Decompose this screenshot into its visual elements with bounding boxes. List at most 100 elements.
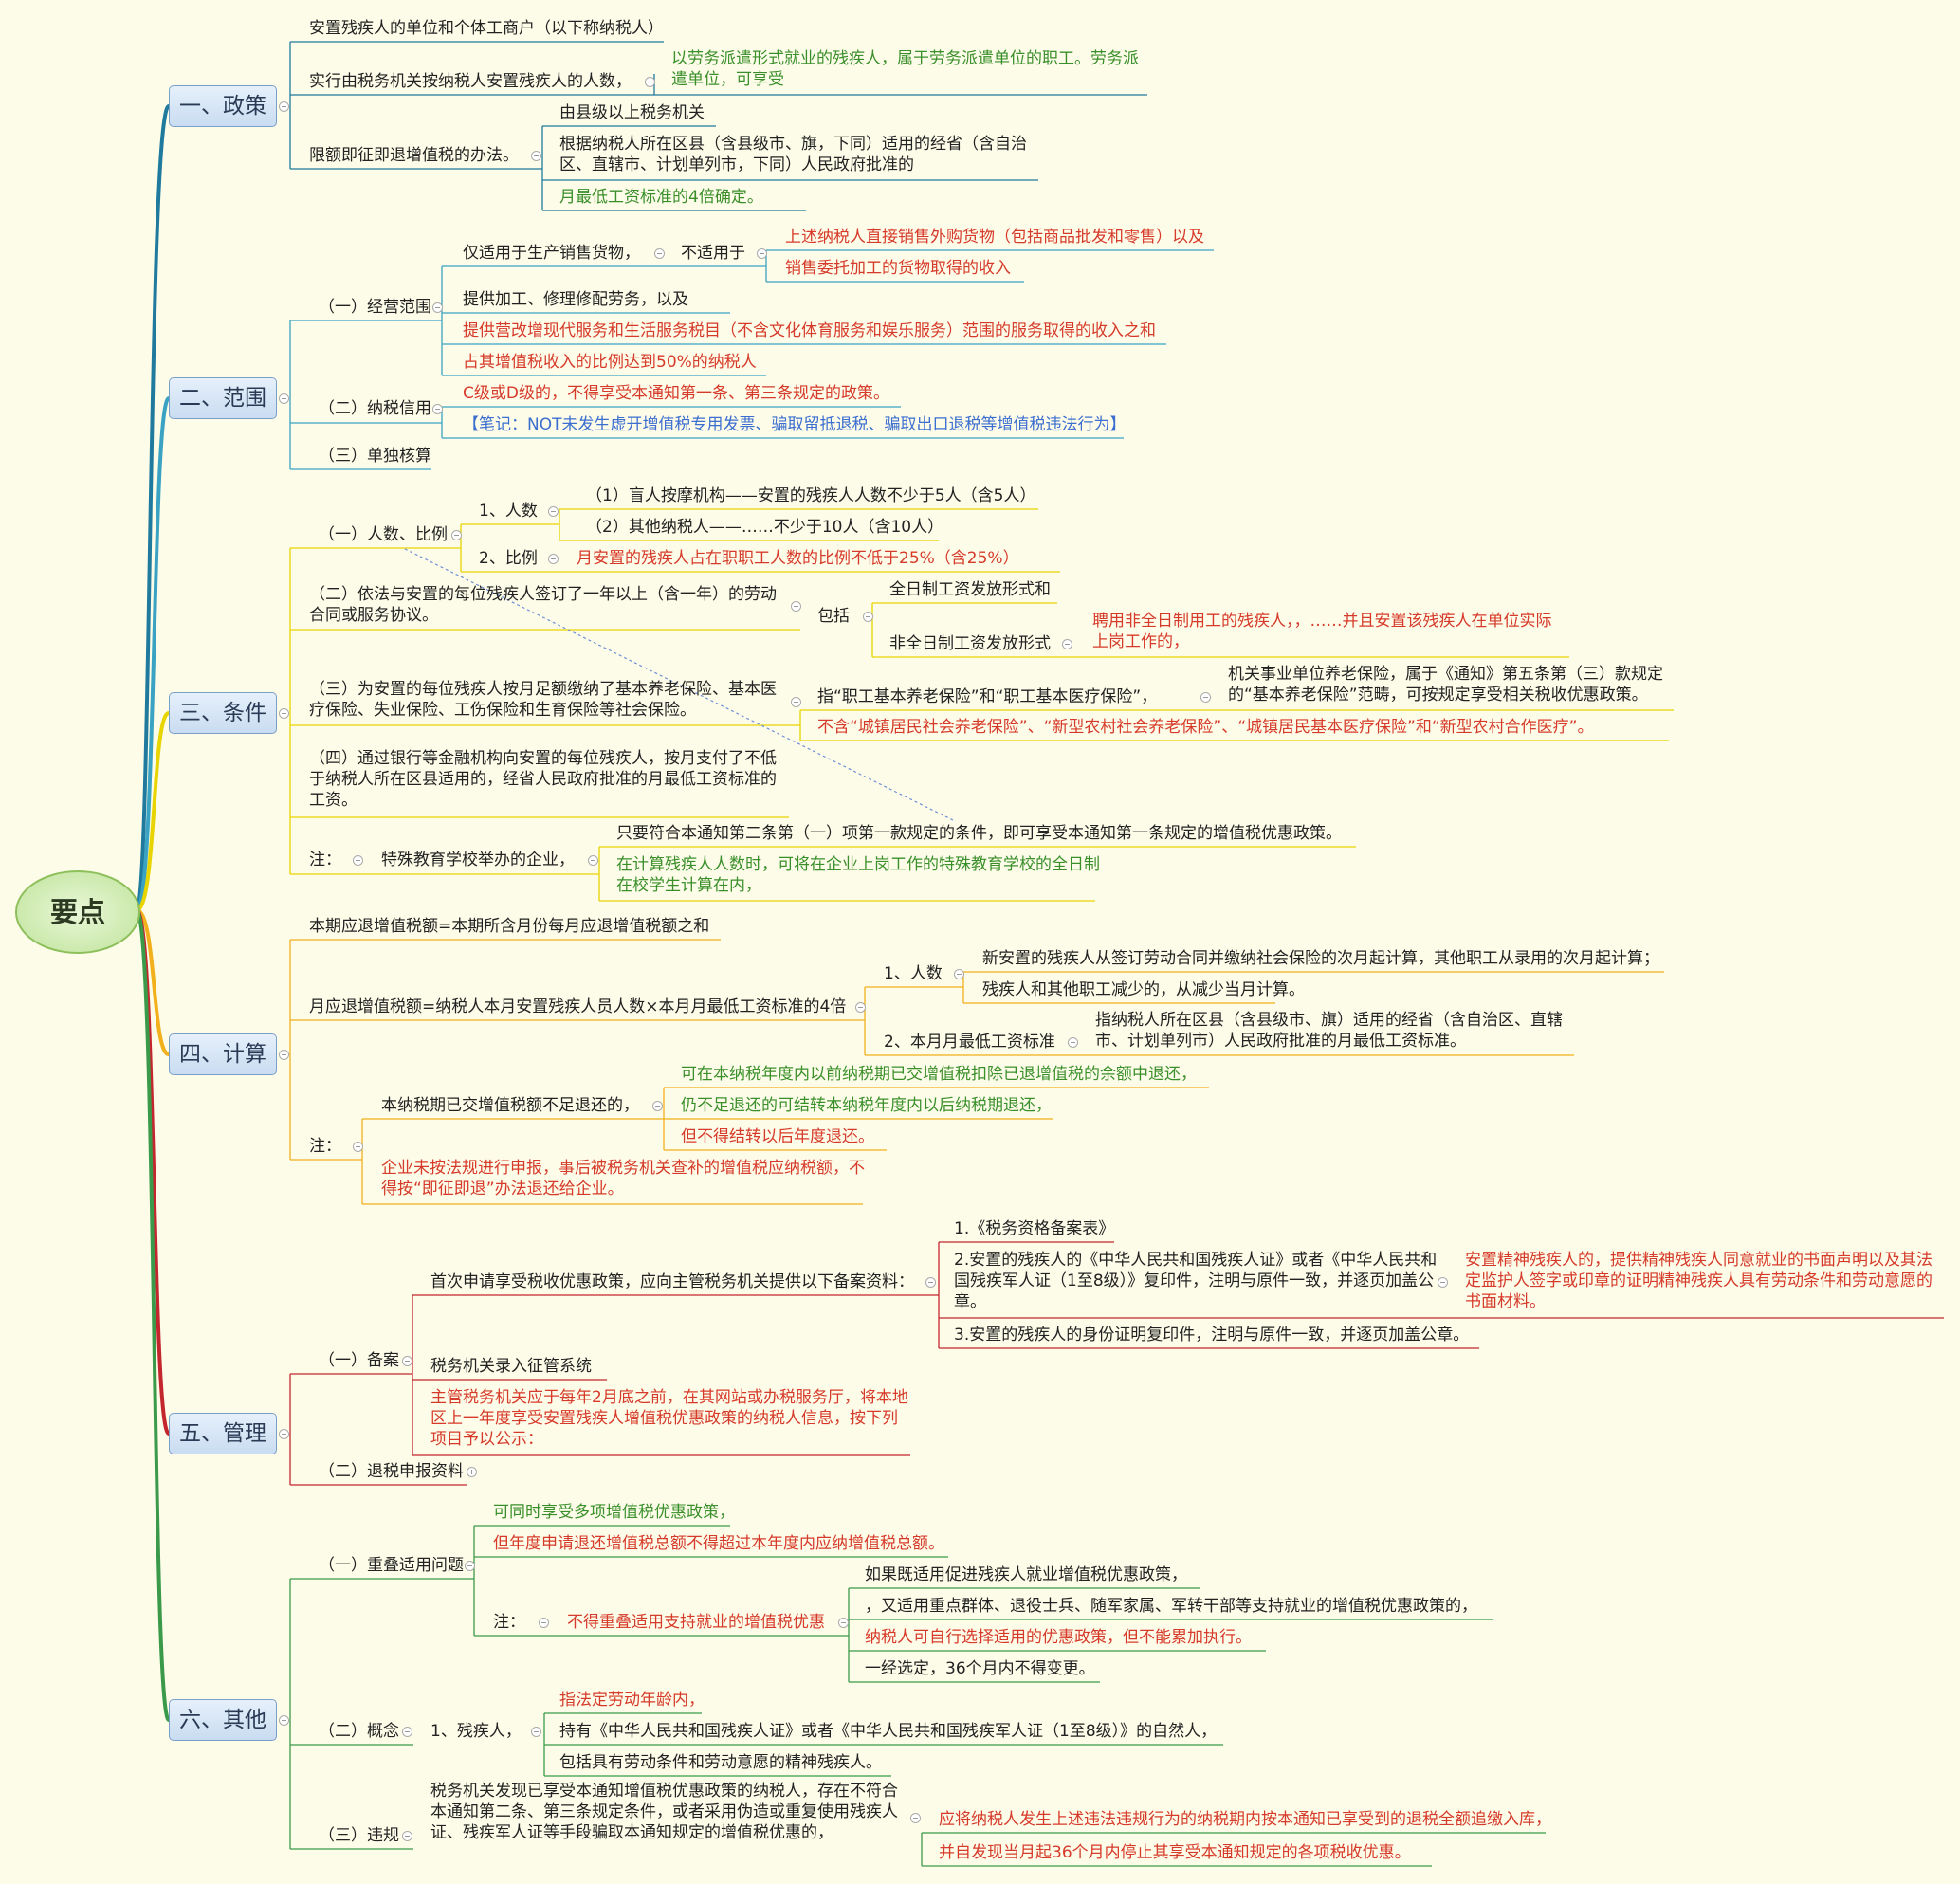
collapse-toggle[interactable] — [925, 1277, 936, 1288]
policy-node-3: 限额即征即退增值税的办法。 — [309, 146, 519, 165]
mgmt-a3: 主管税务机关应于每年2月底之前，在其网站或办税服务厅，将本地区上一年度享受安置残… — [430, 1388, 908, 1449]
collapse-toggle[interactable] — [588, 855, 598, 866]
other-c: （三）违规 — [319, 1826, 399, 1845]
calc-c1: 本纳税期已交增值税额不足退还的， — [381, 1096, 639, 1115]
collapse-toggle[interactable] — [402, 1727, 412, 1737]
collapse-toggle[interactable] — [652, 1101, 663, 1111]
collapse-toggle[interactable] — [432, 302, 443, 313]
policy-node-1: 安置残疾人的单位和个体工商户（以下称纳税人） — [309, 19, 664, 38]
cond-a1b: （2）其他纳税人——……不少于10人（含10人） — [586, 518, 944, 537]
collapse-toggle[interactable] — [1200, 692, 1211, 703]
scope-a1: 仅适用于生产销售货物， — [463, 244, 640, 263]
collapse-toggle[interactable] — [451, 530, 462, 540]
scope-separate: （三）单独核算 — [319, 447, 431, 466]
collapse-toggle[interactable] — [863, 612, 873, 622]
collapse-toggle-management[interactable] — [279, 1429, 289, 1439]
section-policy[interactable]: 一、政策 — [169, 85, 277, 127]
collapse-toggle[interactable] — [1438, 1277, 1448, 1288]
collapse-toggle[interactable] — [548, 506, 559, 517]
collapse-toggle[interactable] — [1068, 1037, 1078, 1048]
cond-a2a: 月安置的残疾人占在职职工人数的比例不低于25%（含25%） — [577, 549, 1019, 568]
collapse-toggle[interactable] — [539, 1618, 549, 1628]
calc-b1: 1、人数 — [884, 964, 943, 983]
collapse-toggle[interactable] — [791, 601, 801, 612]
scope-a4: 占其增值税收入的比例达到50%的纳税人 — [463, 353, 757, 372]
collapse-toggle-policy[interactable] — [279, 101, 289, 112]
cond-b: （二）依法与安置的每位残疾人签订了一年以上（含一年）的劳动合同或服务协议。 — [309, 585, 777, 625]
section-other[interactable]: 六、其他 — [169, 1699, 277, 1741]
scope-b2: 【笔记：NOT未发生虚开增值税专用发票、骗取留抵退税、骗取出口退税等增值税违法行… — [463, 415, 1127, 434]
collapse-toggle[interactable] — [954, 969, 964, 979]
policy-node-2a: 以劳务派遣形式就业的残疾人，属于劳务派遣单位的职工。劳务派遣单位，可享受 — [671, 49, 1139, 89]
calc-b: 月应退增值税额=纳税人本月安置残疾人员人数×本月月最低工资标准的4倍 — [309, 997, 847, 1016]
policy-node-3a: 由县级以上税务机关 — [559, 103, 705, 122]
collapse-toggle[interactable] — [353, 1142, 363, 1152]
other-a: （一）重叠适用问题 — [319, 1556, 464, 1575]
section-calculation[interactable]: 四、计算 — [169, 1033, 277, 1075]
mgmt-a1b1: 安置精神残疾人的，提供精神残疾人同意就业的书面声明以及其法定监护人签字或印章的证… — [1465, 1251, 1933, 1311]
cond-a: （一）人数、比例 — [319, 525, 448, 544]
collapse-toggle-calculation[interactable] — [279, 1050, 289, 1060]
cond-a2: 2、比例 — [479, 549, 538, 568]
collapse-toggle[interactable] — [402, 1356, 412, 1366]
calc-b1b: 残疾人和其他职工减少的，从减少当月计算。 — [982, 980, 1305, 999]
cond-c: （三）为安置的每位残疾人按月足额缴纳了基本养老保险、基本医疗保险、失业保险、工伤… — [309, 680, 777, 720]
other-a3a2: ，又适用重点群体、退役士兵、随军家属、军转干部等支持就业的增值税优惠政策的， — [865, 1597, 1477, 1616]
other-a3: 注： — [493, 1613, 525, 1632]
section-conditions[interactable]: 三、条件 — [169, 692, 277, 734]
other-a3a3: 纳税人可自行选择适用的优惠政策，但不能累加执行。 — [865, 1628, 1252, 1647]
collapse-toggle[interactable] — [838, 1618, 849, 1628]
cond-a1: 1、人数 — [479, 502, 538, 521]
other-b1b: 持有《中华人民共和国残疾人证》或者《中华人民共和国残疾军人证（1至8级）》的自然… — [559, 1722, 1218, 1741]
mgmt-a1c: 3.安置的残疾人的身份证明复印件，注明与原件一致，并逐页加盖公章。 — [954, 1326, 1470, 1344]
collapse-toggle[interactable] — [402, 1831, 412, 1841]
other-b1a: 指法定劳动年龄内， — [559, 1691, 705, 1710]
other-b: （二）概念 — [319, 1722, 399, 1741]
cond-e1: 特殊教育学校举办的企业， — [381, 851, 575, 869]
cond-a1a: （1）盲人按摩机构——安置的残疾人人数不少于5人（含5人） — [586, 486, 1036, 505]
mgmt-b: （二）退税申报资料 — [319, 1462, 464, 1481]
cond-e1b: 在计算残疾人人数时，可将在企业上岗工作的特殊教育学校的全日制在校学生计算在内， — [616, 855, 1100, 895]
collapse-toggle[interactable] — [1062, 639, 1072, 649]
other-a2: 但年度申请退还增值税总额不得超过本年度内应纳增值税总额。 — [493, 1534, 944, 1553]
collapse-toggle-scope[interactable] — [279, 393, 289, 404]
scope-b1: C级或D级的，不得享受本通知第一条、第三条规定的政策。 — [463, 384, 889, 403]
collapse-toggle[interactable] — [645, 77, 655, 87]
collapse-toggle[interactable] — [531, 151, 541, 161]
collapse-toggle[interactable] — [855, 1002, 866, 1013]
collapse-toggle[interactable] — [548, 554, 559, 564]
other-c1b: 并自发现当月起36个月内停止其享受本通知规定的各项税收优惠。 — [939, 1843, 1411, 1862]
scope-business: （一）经营范围 — [319, 298, 431, 317]
calc-c2: 企业未按法规进行申报，事后被税务机关查补的增值税应纳税额，不得按“即征即退”办法… — [381, 1159, 865, 1198]
collapse-toggle[interactable] — [353, 855, 363, 866]
calc-c1b: 仍不足退还的可结转本纳税年度内以后纳税期退还， — [681, 1096, 1052, 1115]
collapse-toggle-other[interactable] — [279, 1715, 289, 1726]
scope-a2: 提供加工、修理修配劳务，以及 — [463, 290, 688, 309]
other-c1: 税务机关发现已享受本通知增值税优惠政策的纳税人，存在不符合本通知第二条、第三条规… — [430, 1782, 898, 1842]
other-a1: 可同时享受多项增值税优惠政策， — [493, 1503, 735, 1522]
collapse-toggle[interactable] — [432, 404, 443, 414]
scope-a3: 提供营改增现代服务和生活服务税目（不含文化体育服务和娱乐服务）范围的服务取得的收… — [463, 321, 1156, 340]
collapse-toggle[interactable] — [531, 1727, 541, 1737]
cond-d: （四）通过银行等金融机构向安置的每位残疾人，按月支付了不低于纳税人所在区县适用的… — [309, 749, 777, 810]
expand-toggle[interactable] — [467, 1467, 477, 1477]
collapse-toggle[interactable] — [465, 1561, 475, 1571]
scope-a1a1: 上述纳税人直接销售外购货物（包括商品批发和零售）以及 — [785, 228, 1204, 247]
section-management[interactable]: 五、管理 — [169, 1413, 277, 1454]
collapse-toggle[interactable] — [757, 248, 767, 259]
other-a3a: 不得重叠适用支持就业的增值税优惠 — [567, 1613, 825, 1632]
collapse-toggle[interactable] — [910, 1813, 921, 1823]
calc-a: 本期应退增值税额=本期所含月份每月应退增值税额之和 — [309, 917, 710, 936]
collapse-toggle-conditions[interactable] — [279, 708, 289, 719]
other-a3a1: 如果既适用促进残疾人就业增值税优惠政策， — [865, 1565, 1187, 1584]
root-node[interactable]: 要点 — [15, 870, 140, 954]
collapse-toggle[interactable] — [791, 697, 801, 707]
mgmt-a1b: 2.安置的残疾人的《中华人民共和国残疾人证》或者《中华人民共和国残疾军人证（1至… — [954, 1251, 1438, 1311]
mgmt-a1: 首次申请享受税收优惠政策，应向主管税务机关提供以下备案资料： — [430, 1272, 914, 1291]
section-scope[interactable]: 二、范围 — [169, 377, 277, 419]
scope-credit: （二）纳税信用 — [319, 399, 431, 418]
collapse-toggle[interactable] — [654, 248, 665, 259]
cond-note: 注： — [309, 851, 341, 869]
cond-b1: 包括 — [817, 607, 850, 626]
mgmt-a2: 税务机关录入征管系统 — [430, 1357, 592, 1376]
